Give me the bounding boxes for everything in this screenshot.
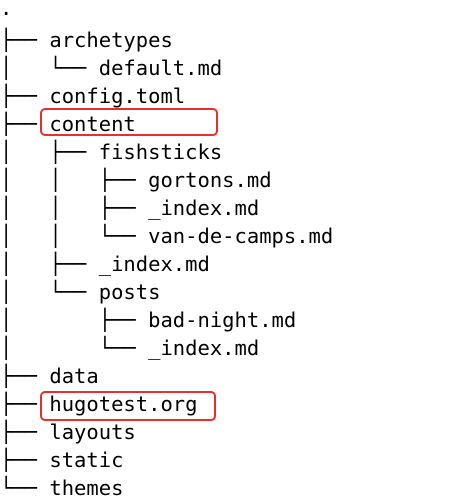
tree-branch: │ └── <box>0 336 149 360</box>
tree-line: ├── content <box>0 110 136 138</box>
tree-line: │ └── _index.md <box>0 334 259 362</box>
tree-item-config-toml[interactable]: config.toml <box>49 84 186 108</box>
tree-item-default-md[interactable]: default.md <box>98 56 223 80</box>
tree-line: ├── archetypes <box>0 26 173 54</box>
tree-item-van-de-camps-md[interactable]: van-de-camps.md <box>148 224 334 248</box>
tree-branch: ├── <box>0 392 50 416</box>
tree-line: ├── static <box>0 446 123 474</box>
tree-item-fishsticks[interactable]: fishsticks <box>98 140 223 164</box>
tree-item-data[interactable]: data <box>49 364 99 388</box>
tree-line: │ └── posts <box>0 278 160 306</box>
tree-line: ├── data <box>0 362 99 390</box>
tree-line: └── themes <box>0 474 123 502</box>
tree-branch: ├── <box>0 448 50 472</box>
tree-branch: ├── <box>0 420 50 444</box>
tree-line: │ ├── _index.md <box>0 250 210 278</box>
tree-line: ├── config.toml <box>0 82 185 110</box>
tree-line: │ │ └── van-de-camps.md <box>0 222 333 250</box>
tree-branch: │ └── <box>0 56 99 80</box>
tree-item-themes[interactable]: themes <box>49 476 124 500</box>
tree-branch: │ │ ├── <box>0 168 149 192</box>
tree-line: │ │ ├── _index.md <box>0 194 259 222</box>
tree-branch: ├── <box>0 28 50 52</box>
tree-item-posts[interactable]: posts <box>98 280 161 304</box>
tree-line: │ ├── bad-night.md <box>0 306 296 334</box>
tree-item-posts-index-md[interactable]: _index.md <box>148 336 260 360</box>
tree-branch: └── <box>0 476 50 500</box>
tree-item-static[interactable]: static <box>49 448 124 472</box>
tree-item-bad-night-md[interactable]: bad-night.md <box>148 308 297 332</box>
tree-line: │ │ ├── gortons.md <box>0 166 272 194</box>
tree-branch: ├── <box>0 364 50 388</box>
tree-branch: ├── <box>0 84 50 108</box>
tree-item-hugotest-org[interactable]: hugotest.org <box>49 392 198 416</box>
tree-item-content-index-md[interactable]: _index.md <box>98 252 210 276</box>
tree-branch: ├── <box>0 112 50 136</box>
tree-item-content[interactable]: content <box>49 112 136 136</box>
tree-item-layouts[interactable]: layouts <box>49 420 136 444</box>
tree-item-fishsticks-index-md[interactable]: _index.md <box>148 196 260 220</box>
tree-branch: │ │ ├── <box>0 196 149 220</box>
tree-branch: │ ├── <box>0 308 149 332</box>
tree-line: ├── layouts <box>0 418 136 446</box>
tree-item-gortons-md[interactable]: gortons.md <box>148 168 272 192</box>
tree-line: ├── hugotest.org <box>0 390 197 418</box>
tree-branch: │ ├── <box>0 140 99 164</box>
tree-branch: │ └── <box>0 280 99 304</box>
tree-branch: │ │ └── <box>0 224 149 248</box>
tree-root: . <box>0 0 13 20</box>
tree-item-archetypes[interactable]: archetypes <box>49 28 173 52</box>
tree-line: │ ├── fishsticks <box>0 138 222 166</box>
tree-line: │ └── default.md <box>0 54 222 82</box>
tree-branch: │ ├── <box>0 252 99 276</box>
